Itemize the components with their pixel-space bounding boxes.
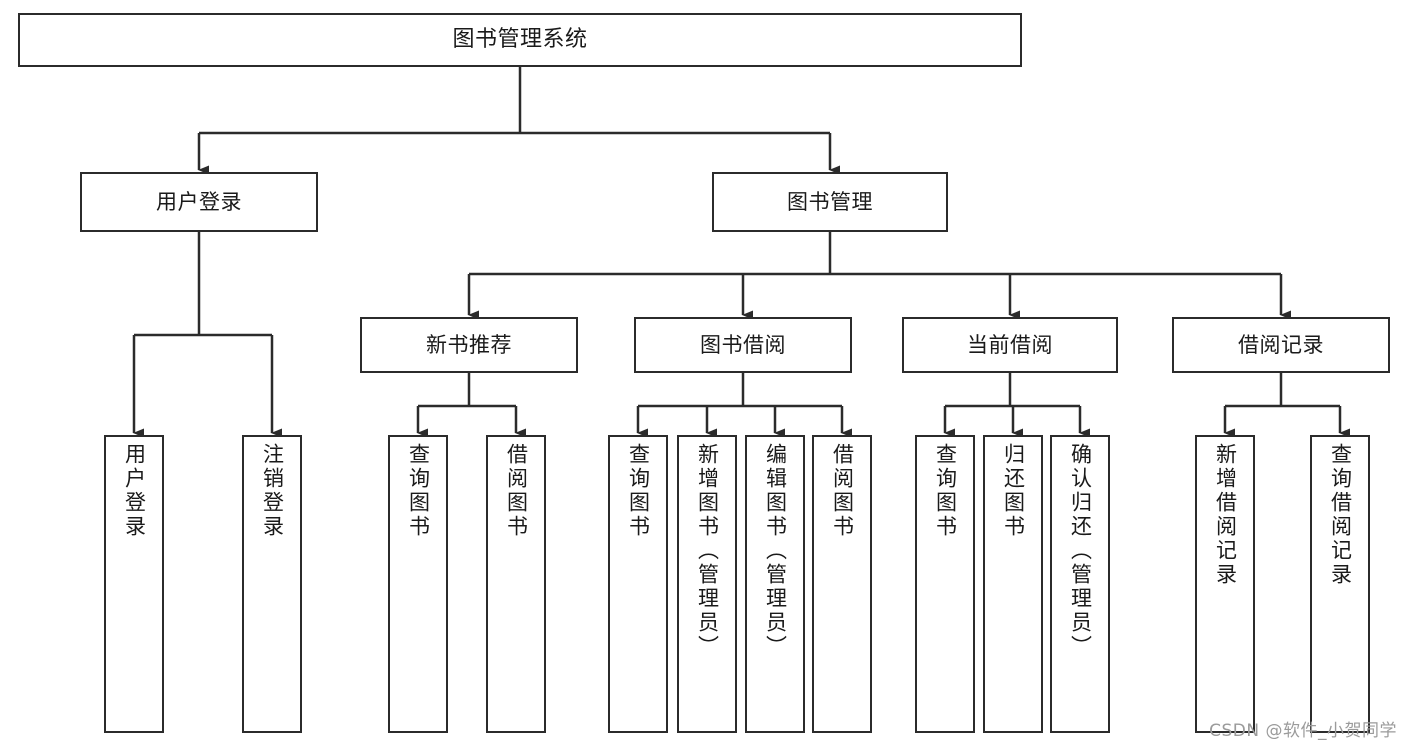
node-label: 确认归还（管理员） bbox=[1068, 443, 1093, 659]
node-current-borrow[interactable]: 当前借阅 bbox=[902, 317, 1118, 373]
csdn-watermark: CSDN @软件_小贺同学 bbox=[1209, 721, 1397, 741]
node-label: 借阅图书 bbox=[830, 443, 855, 539]
node-label: 归还图书 bbox=[1001, 443, 1026, 539]
node-label: 编辑图书（管理员） bbox=[763, 443, 788, 659]
node-leaf-return-book[interactable]: 归还图书 bbox=[983, 435, 1043, 733]
node-label: 注销登录 bbox=[260, 443, 285, 539]
node-root[interactable]: 图书管理系统 bbox=[18, 13, 1022, 67]
node-new-book-recommend[interactable]: 新书推荐 bbox=[360, 317, 578, 373]
node-book-manage[interactable]: 图书管理 bbox=[712, 172, 948, 232]
node-label: 查询图书 bbox=[933, 443, 958, 539]
node-label: 图书借阅 bbox=[700, 332, 786, 357]
node-label: 新书推荐 bbox=[426, 332, 512, 357]
node-leaf-query-book-cur[interactable]: 查询图书 bbox=[915, 435, 975, 733]
node-leaf-confirm-return[interactable]: 确认归还（管理员） bbox=[1050, 435, 1110, 733]
node-leaf-query-book-rec[interactable]: 查询图书 bbox=[388, 435, 448, 733]
node-label: 新增借阅记录 bbox=[1213, 443, 1238, 587]
node-borrow-record[interactable]: 借阅记录 bbox=[1172, 317, 1390, 373]
node-user-login[interactable]: 用户登录 bbox=[80, 172, 318, 232]
node-leaf-user-login[interactable]: 用户登录 bbox=[104, 435, 164, 733]
node-label: 用户登录 bbox=[156, 189, 242, 214]
node-label: 图书管理 bbox=[787, 189, 873, 214]
node-leaf-add-book[interactable]: 新增图书（管理员） bbox=[677, 435, 737, 733]
node-leaf-query-book-borrow[interactable]: 查询图书 bbox=[608, 435, 668, 733]
node-label: 用户登录 bbox=[122, 443, 147, 539]
node-label: 查询借阅记录 bbox=[1328, 443, 1353, 587]
node-leaf-query-record[interactable]: 查询借阅记录 bbox=[1310, 435, 1370, 733]
node-leaf-edit-book[interactable]: 编辑图书（管理员） bbox=[745, 435, 805, 733]
node-label: 图书管理系统 bbox=[452, 27, 588, 53]
node-label: 查询图书 bbox=[406, 443, 431, 539]
node-leaf-user-logout[interactable]: 注销登录 bbox=[242, 435, 302, 733]
node-label: 当前借阅 bbox=[967, 332, 1053, 357]
node-book-borrow[interactable]: 图书借阅 bbox=[634, 317, 852, 373]
node-leaf-borrow-book[interactable]: 借阅图书 bbox=[812, 435, 872, 733]
node-label: 借阅记录 bbox=[1238, 332, 1324, 357]
node-label: 新增图书（管理员） bbox=[695, 443, 720, 659]
node-leaf-add-record[interactable]: 新增借阅记录 bbox=[1195, 435, 1255, 733]
node-leaf-borrow-book-rec[interactable]: 借阅图书 bbox=[486, 435, 546, 733]
node-label: 借阅图书 bbox=[504, 443, 529, 539]
node-label: 查询图书 bbox=[626, 443, 651, 539]
